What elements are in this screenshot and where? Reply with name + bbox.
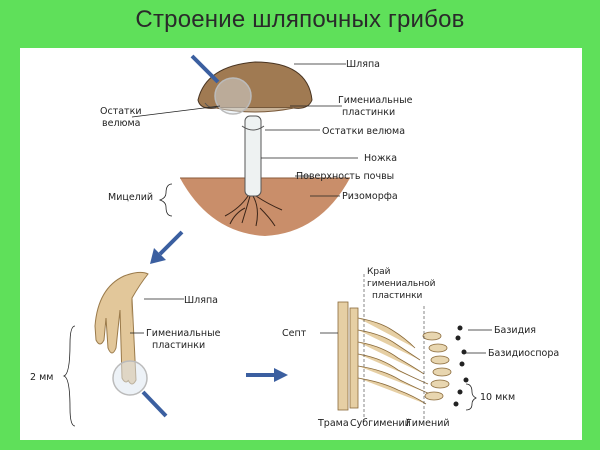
- label-hymenium: Гимений: [406, 418, 450, 429]
- magnifier-icon-2: [112, 360, 168, 418]
- label-two-mm: 2 мм: [30, 372, 53, 383]
- arrow-down-left-icon: [150, 230, 184, 264]
- label-soil-surface: Поверхность почвы: [296, 171, 394, 182]
- label-edge-1: Край: [367, 267, 391, 277]
- label-subhymenium: Субгимений: [350, 418, 411, 429]
- label-trama: Трама: [317, 418, 349, 429]
- label-stem: Ножка: [364, 153, 397, 164]
- label-velum-left-1: Остатки: [100, 106, 142, 117]
- label-septum: Септ: [282, 328, 307, 339]
- label-hymenial-2: пластинки: [342, 107, 395, 118]
- label-basidium: Базидия: [494, 325, 536, 336]
- basidiospores: [453, 325, 469, 407]
- label-edge-3: пластинки: [372, 291, 423, 301]
- page-title: Строение шляпочных грибов: [135, 6, 465, 33]
- soil: [180, 178, 350, 236]
- label-edge-2: гимениальной: [367, 279, 436, 289]
- label-cap-2: Шляпа: [184, 295, 218, 306]
- label-mycelium: Мицелий: [108, 192, 153, 203]
- magnifier-icon: [190, 54, 252, 115]
- label-velum-left-2: велюма: [102, 118, 141, 129]
- label-velum-right: Остатки велюма: [322, 126, 405, 137]
- label-hymenial-b1: Гимениальные: [146, 328, 221, 339]
- arrow-right-icon: [246, 368, 288, 382]
- label-hymenial-1: Гимениальные: [338, 95, 413, 106]
- mushroom-cap: [197, 61, 313, 109]
- label-hymenial-b2: пластинки: [152, 340, 205, 351]
- basidia: [422, 331, 452, 401]
- mushroom-structure-diagram: Шляпа Остатки велюма Гимениальные пласти…: [30, 54, 559, 429]
- label-basidiospore: Базидиоспора: [488, 348, 559, 359]
- mushroom-stem: [244, 115, 262, 197]
- hymenium-section: [337, 301, 431, 411]
- label-cap: Шляпа: [346, 59, 380, 70]
- label-ten-um: 10 мкм: [480, 392, 515, 403]
- mycelium-roots: [224, 195, 283, 227]
- label-rhizomorph: Ризоморфа: [342, 191, 398, 202]
